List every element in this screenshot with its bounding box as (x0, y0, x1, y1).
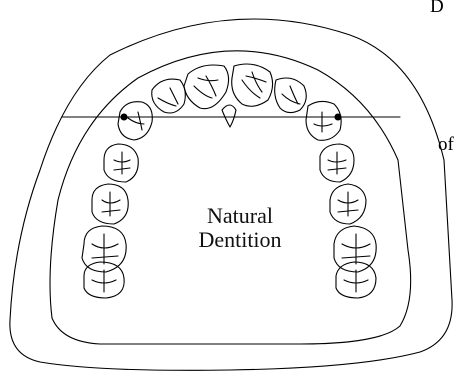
tooth-right-second-molar (336, 262, 376, 298)
tooth-left-lateral-incisor (152, 79, 186, 113)
tooth-left-central-incisor (184, 65, 229, 109)
clipped-edge-text-top: D (430, 0, 444, 18)
reference-dot-left (121, 114, 127, 120)
tooth-right-second-premolar (330, 184, 366, 224)
label-line-2: Dentition (174, 228, 306, 252)
outer-palate-outline (10, 19, 452, 370)
inner-ridge-outline (50, 51, 411, 344)
left-arch-teeth (82, 65, 229, 298)
tooth-right-lateral-incisor (275, 78, 307, 113)
tooth-left-first-molar (82, 226, 126, 272)
tooth-left-second-molar (84, 262, 124, 298)
right-arch-teeth (232, 64, 376, 298)
incisive-papilla (222, 105, 236, 127)
tooth-left-first-premolar (104, 144, 138, 182)
natural-dentition-label: Natural Dentition (174, 204, 306, 252)
clipped-edge-text-right: of (438, 134, 454, 156)
tooth-right-first-premolar (320, 144, 354, 182)
tooth-left-second-premolar (92, 184, 128, 224)
label-line-1: Natural (174, 204, 306, 228)
tooth-left-canine (118, 102, 152, 140)
tooth-right-canine (306, 101, 341, 140)
tooth-right-central-incisor (232, 64, 273, 106)
tooth-right-first-molar (334, 226, 376, 272)
